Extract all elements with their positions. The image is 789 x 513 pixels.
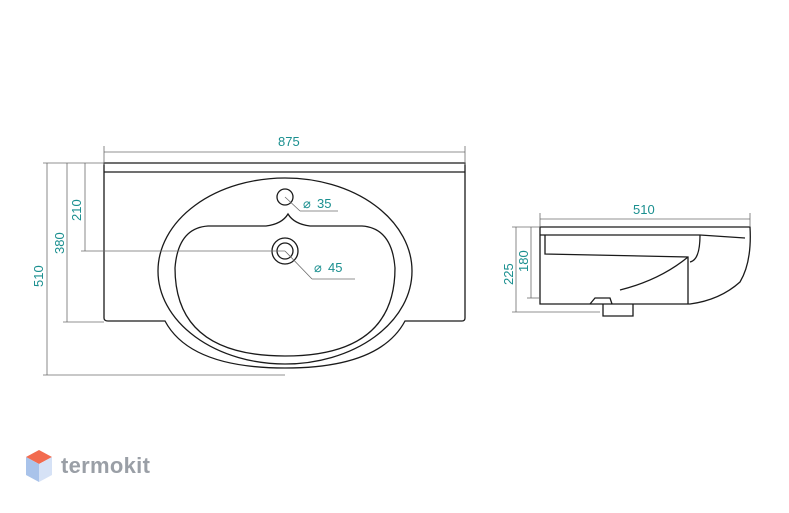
dim-side-depth-label: 510 [633, 202, 655, 217]
side-apron [699, 234, 746, 239]
dim-depth-label: 510 [31, 265, 46, 287]
logo-wordmark: termokit [61, 453, 151, 478]
dim-side-bowl-height-label: 180 [516, 250, 531, 272]
dim-tap-to-rear-label: 380 [52, 232, 67, 254]
dim-tap-hole-symbol: ⌀ [303, 196, 311, 211]
dim-tap-offset-label: 210 [69, 199, 84, 221]
dim-tap-to-rear: 380 [52, 163, 104, 323]
side-drain [589, 297, 634, 317]
dim-drain-hole-label: 45 [328, 260, 342, 275]
dim-side-height-label: 225 [501, 263, 516, 285]
dim-depth: 510 [31, 162, 285, 376]
front-view [103, 162, 466, 369]
bowl-inner [174, 212, 396, 357]
dim-side-bowl-height: 180 [516, 227, 540, 299]
dim-tap-hole: ⌀ 35 [284, 196, 338, 212]
dim-width: 875 [103, 134, 466, 165]
basin-outline [103, 162, 466, 369]
dim-width-label: 875 [278, 134, 300, 149]
dim-drain-hole-symbol: ⌀ [314, 260, 322, 275]
cube-icon [26, 450, 52, 482]
dim-side-depth: 510 [539, 202, 751, 227]
dim-side-height: 225 [501, 226, 600, 313]
side-bowl-edge [544, 235, 689, 304]
dim-tap-hole-label: 35 [317, 196, 331, 211]
side-body [539, 226, 751, 305]
side-bowl-curve [619, 234, 701, 291]
side-view [539, 226, 751, 317]
dim-tap-offset: 210 [69, 163, 285, 252]
dim-drain-hole: ⌀ 45 [284, 250, 355, 280]
termokit-logo: termokit [24, 448, 184, 490]
